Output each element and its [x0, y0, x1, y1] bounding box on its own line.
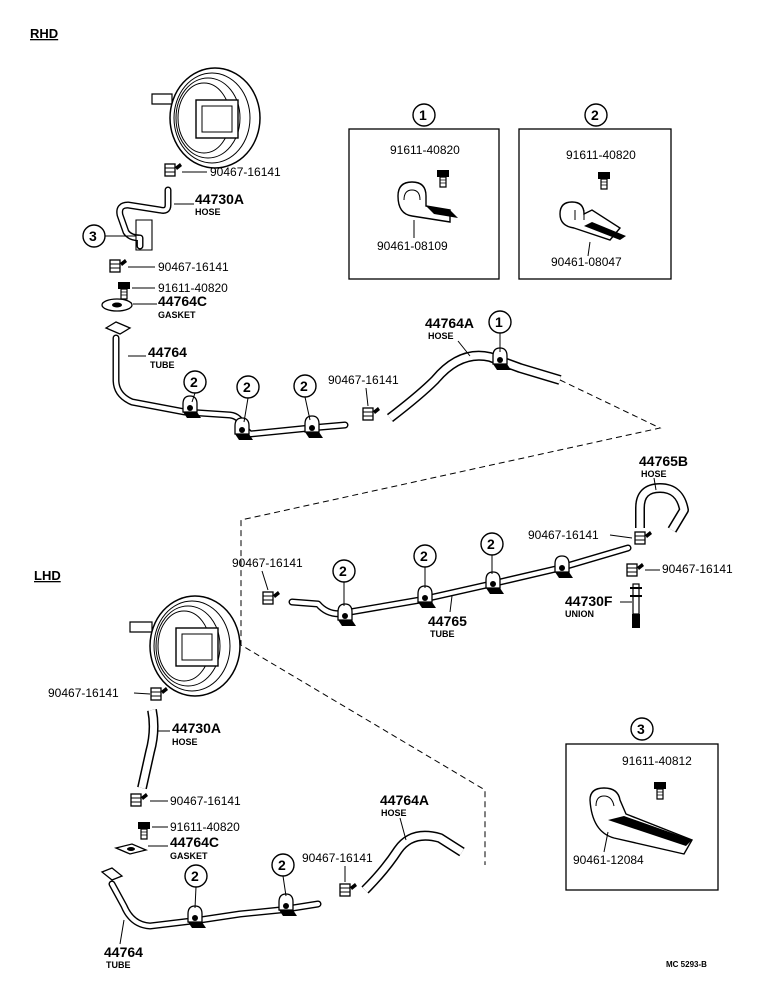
label-rhd-bolt: 91611-40820	[158, 281, 228, 295]
label-44764c-lhd: 44764C	[170, 834, 219, 850]
label-44764a-lhd: 44764A	[380, 792, 429, 808]
callout-1-detail-number: 1	[419, 107, 427, 123]
label-44730a-rhd: 44730A	[195, 191, 244, 207]
brake-booster-rhd	[151, 67, 261, 169]
callout-2-lhd-b-number: 2	[278, 857, 286, 873]
clamp-detail-1	[397, 181, 458, 223]
label-clip-union: 90467-16141	[662, 562, 733, 576]
label-lhd-clip-union: 90467-16141	[302, 851, 373, 865]
label-detail2-clamp: 90461-08047	[551, 255, 622, 269]
brake-booster-lhd	[129, 595, 241, 697]
hose-clip-rhd-union	[362, 406, 381, 421]
union-44730f	[630, 583, 642, 628]
callout-2-mid-b-number: 2	[420, 548, 428, 564]
gasket-rhd	[101, 298, 133, 312]
desc-tube-44765: TUBE	[430, 629, 455, 639]
desc-hose-44764a-lhd: HOSE	[381, 808, 407, 818]
bolt-lhd	[137, 821, 151, 840]
label-44764c-rhd: 44764C	[158, 293, 207, 309]
bolt-rhd	[117, 281, 131, 300]
label-detail2-bolt: 91611-40820	[566, 148, 636, 162]
hose-44730a-lhd	[137, 709, 159, 790]
label-detail1-clamp: 90461-08109	[377, 239, 448, 253]
hose-clip-rhd-mid	[109, 258, 128, 273]
label-44730f: 44730F	[565, 593, 613, 609]
hose-clip-lhd-union	[339, 882, 358, 897]
callout-2-mid-a-number: 2	[339, 563, 347, 579]
section-rhd-label: RHD	[30, 26, 58, 41]
detail-box-3	[565, 743, 719, 891]
callout-3-detail	[630, 717, 654, 741]
desc-gasket-lhd: GASKET	[170, 851, 208, 861]
desc-hose-44765b: HOSE	[641, 469, 667, 479]
callout-2-lhd-a-number: 2	[191, 868, 199, 884]
desc-gasket-rhd: GASKET	[158, 310, 196, 320]
desc-union: UNION	[565, 609, 594, 619]
callout-3-detail-number: 3	[637, 721, 645, 737]
callout-2-detail	[584, 103, 608, 127]
hose-clip-union	[626, 562, 645, 577]
desc-hose-44730a-rhd: HOSE	[195, 207, 221, 217]
callout-2-detail-number: 2	[591, 107, 599, 123]
callout-1-rhd-number: 1	[495, 314, 503, 330]
desc-hose-44764a-rhd: HOSE	[428, 331, 454, 341]
label-44765b: 44765B	[639, 453, 688, 469]
diagram-code: MC 5293-B	[666, 960, 707, 969]
bolt-detail-1	[436, 169, 450, 188]
bolt-detail-2	[597, 171, 611, 190]
hose-clip-lhd-left	[262, 590, 281, 605]
clamp-detail-3	[589, 787, 694, 855]
callout-3-rhd-number: 3	[89, 228, 97, 244]
callout-1-detail	[412, 103, 436, 127]
bolt-detail-3	[653, 781, 667, 800]
detail-box-1	[348, 128, 500, 280]
label-clip-lhd-left: 90467-16141	[232, 556, 303, 570]
desc-tube-44764-rhd: TUBE	[150, 360, 175, 370]
label-44764-lhd: 44764	[104, 944, 143, 960]
label-lhd-bolt: 91611-40820	[170, 820, 240, 834]
label-rhd-clip-top: 90467-16141	[210, 165, 281, 179]
tube-44764-lhd	[100, 867, 322, 930]
clamp-mid-a	[337, 603, 357, 627]
label-clip-44765b: 90467-16141	[528, 528, 599, 542]
hose-clip-lhd-top	[150, 686, 169, 701]
hose-44765b	[635, 483, 689, 533]
callout-2-rhd-a-number: 2	[190, 374, 198, 390]
hose-clip-lhd-mid	[130, 792, 149, 807]
hose-44764a-rhd	[386, 350, 562, 422]
label-44765: 44765	[428, 613, 467, 629]
detail-box-2	[518, 128, 672, 280]
callout-2-mid-c-number: 2	[487, 536, 495, 552]
label-44730a-lhd: 44730A	[172, 720, 221, 736]
label-lhd-clip-top: 90467-16141	[48, 686, 119, 700]
callout-2-rhd-c-number: 2	[300, 378, 308, 394]
hose-44730a-rhd	[116, 186, 172, 251]
hose-clip-44765b	[634, 530, 653, 545]
label-detail3-clamp: 90461-12084	[573, 853, 644, 867]
clamp-detail-2	[559, 201, 626, 241]
label-detail1-bolt: 91611-40820	[390, 143, 460, 157]
label-rhd-clip-mid: 90467-16141	[158, 260, 229, 274]
dashed-connector	[240, 379, 662, 865]
gasket-lhd	[113, 843, 149, 855]
callout-2-rhd-b-number: 2	[243, 379, 251, 395]
label-44764a-rhd: 44764A	[425, 315, 474, 331]
label-lhd-clip-mid: 90467-16141	[170, 794, 241, 808]
clamp-rhd-a	[182, 395, 202, 419]
label-detail3-bolt: 91611-40812	[622, 754, 692, 768]
label-rhd-clip-union: 90467-16141	[328, 373, 399, 387]
hose-44764a-lhd	[361, 830, 465, 894]
desc-hose-44730a-lhd: HOSE	[172, 737, 198, 747]
section-lhd-label: LHD	[34, 568, 61, 583]
label-44764-rhd: 44764	[148, 344, 187, 360]
hose-clip-rhd-top	[164, 162, 183, 177]
desc-tube-44764-lhd: TUBE	[106, 960, 131, 970]
